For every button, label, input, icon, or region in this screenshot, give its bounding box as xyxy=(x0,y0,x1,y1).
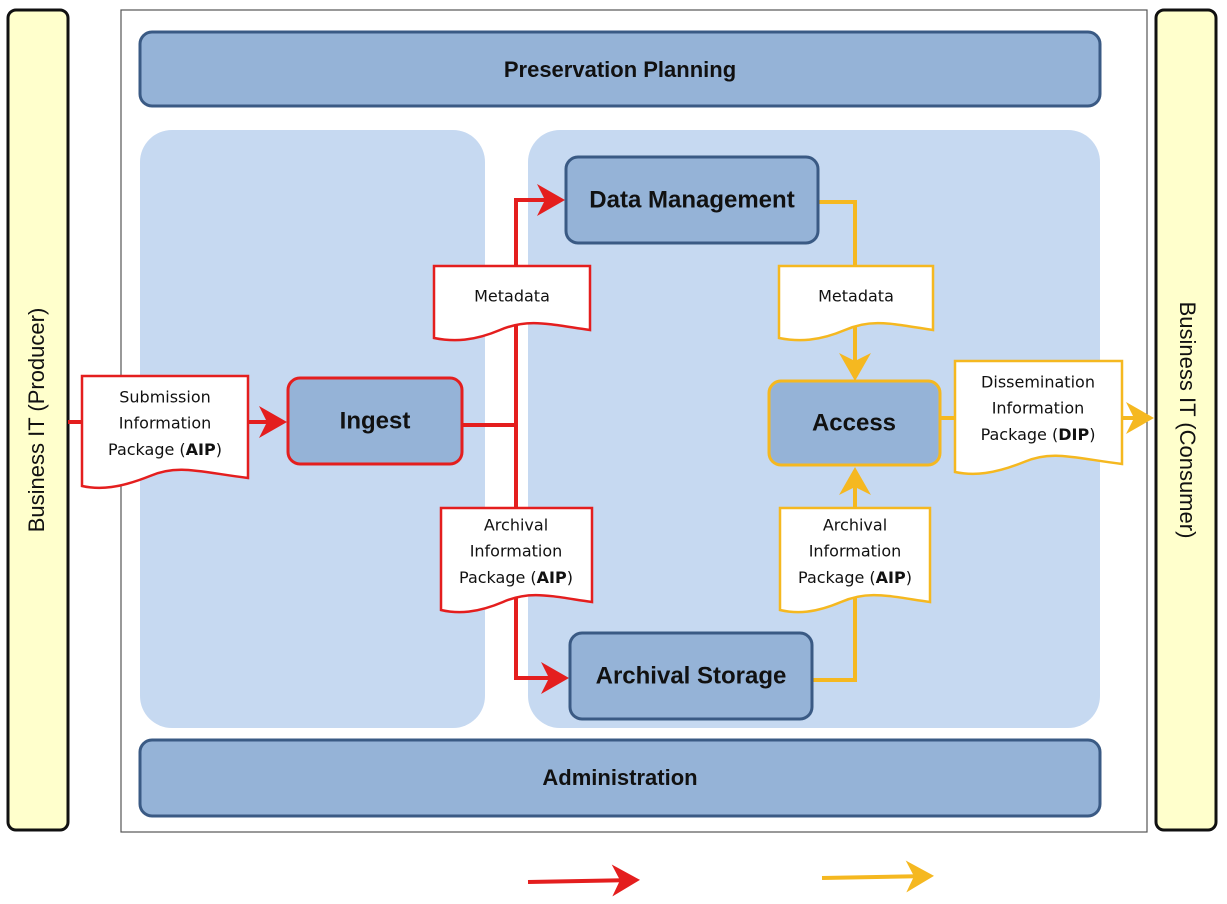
metadata-in-document: Metadata xyxy=(432,264,592,342)
access-box: Access xyxy=(767,379,942,467)
archival-storage-box: Archival Storage xyxy=(568,631,814,721)
archival-storage-label: Archival Storage xyxy=(596,662,787,689)
ingest-label: Ingest xyxy=(340,407,411,434)
preservation-planning-label: Preservation Planning xyxy=(504,57,736,82)
dip-line-2: Information xyxy=(992,399,1085,418)
dip-document: Dissemination Information Package (DIP) xyxy=(953,359,1124,476)
sip-document: Submission Information Package (AIP) xyxy=(80,374,250,490)
sip-line-1: Submission xyxy=(119,388,211,407)
legend-red-arrow xyxy=(527,864,640,897)
dip-line-3: Package (DIP) xyxy=(981,425,1096,444)
aip-out-document: Archival Information Package (AIP) xyxy=(778,506,932,614)
aip-in-document: Archival Information Package (AIP) xyxy=(439,506,594,614)
ingest-box: Ingest xyxy=(286,376,464,466)
producer-label: Business IT (Producer) xyxy=(24,308,49,533)
metadata-out-document: Metadata xyxy=(777,264,935,342)
consumer-actor: Business IT (Consumer) xyxy=(1154,8,1218,832)
dip-line-1: Dissemination xyxy=(981,373,1095,392)
aip-out-line-1: Archival xyxy=(823,516,887,535)
data-management-label: Data Management xyxy=(589,186,794,213)
administration-box: Administration xyxy=(138,738,1102,818)
data-management-box: Data Management xyxy=(564,155,820,245)
aip-in-line-2: Information xyxy=(470,542,563,561)
preservation-planning-box: Preservation Planning xyxy=(138,30,1102,108)
sip-line-3: Package (AIP) xyxy=(108,440,222,459)
producer-actor: Business IT (Producer) xyxy=(6,8,70,832)
access-label: Access xyxy=(812,409,896,436)
metadata-out-label: Metadata xyxy=(818,287,894,306)
metadata-in-label: Metadata xyxy=(474,287,550,306)
legend-yellow-arrow xyxy=(821,860,934,893)
aip-in-line-3: Package (AIP) xyxy=(459,568,573,587)
aip-out-line-3: Package (AIP) xyxy=(798,568,912,587)
administration-label: Administration xyxy=(542,765,697,790)
sip-line-2: Information xyxy=(119,414,212,433)
consumer-label: Business IT (Consumer) xyxy=(1175,302,1200,539)
aip-in-line-1: Archival xyxy=(484,516,548,535)
aip-out-line-2: Information xyxy=(809,542,902,561)
